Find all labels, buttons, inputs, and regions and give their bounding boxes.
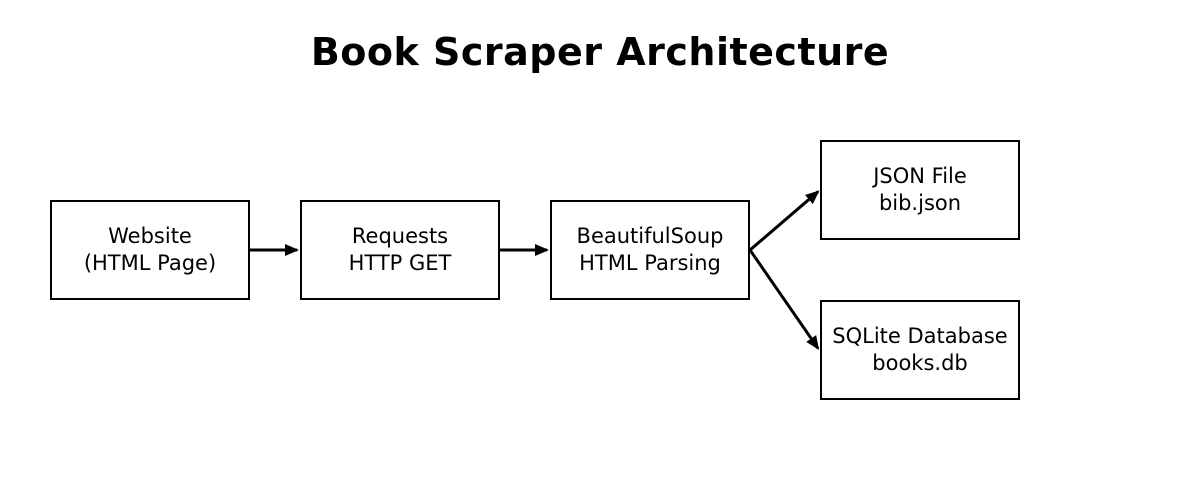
node-beautifulsoup-line2: HTML Parsing: [579, 251, 721, 275]
arrow-beautifulsoup-to-sqlite-database: [748, 249, 820, 350]
node-sqlite-database: SQLite Database books.db: [820, 300, 1020, 400]
diagram-title: Book Scraper Architecture: [310, 30, 890, 74]
node-requests-line1: Requests: [351, 224, 449, 248]
node-requests-line2: HTTP GET: [348, 251, 452, 275]
node-sqlite-database-line2: books.db: [872, 351, 968, 375]
arrow-beautifulsoup-to-json-file: [749, 190, 820, 252]
node-beautifulsoup: BeautifulSoup HTML Parsing: [550, 200, 750, 300]
node-requests: Requests HTTP GET: [300, 200, 500, 300]
node-json-file: JSON File bib.json: [820, 140, 1020, 240]
node-website: Website (HTML Page): [50, 200, 250, 300]
node-website-line2: (HTML Page): [83, 251, 217, 275]
node-beautifulsoup-line1: BeautifulSoup: [576, 224, 724, 248]
node-sqlite-database-line1: SQLite Database: [832, 324, 1008, 348]
node-json-file-line1: JSON File: [873, 164, 967, 188]
node-json-file-line2: bib.json: [878, 191, 962, 215]
node-website-line1: Website: [108, 224, 192, 248]
